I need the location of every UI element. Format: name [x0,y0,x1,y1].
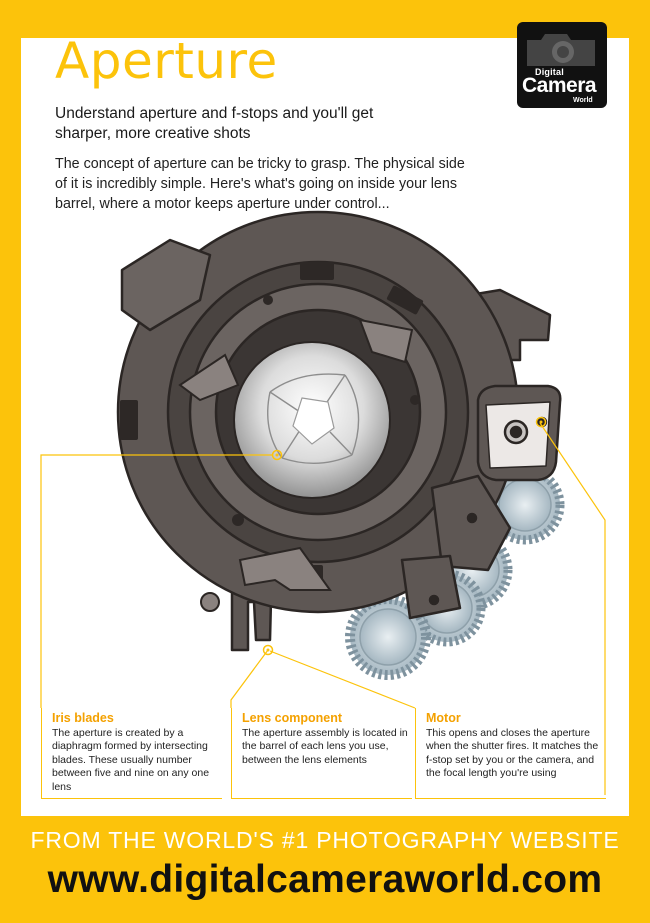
callout-iris-blades: Iris blades The aperture is created by a… [41,708,222,799]
logo-text-camera: Camera [522,74,597,97]
callout-text: This opens and closes the aperture when … [426,727,599,780]
callout-title: Motor [426,711,461,725]
camera-logo-icon [527,34,595,66]
page-title: Aperture [55,32,278,90]
leader-lens-component-ext [269,650,416,709]
page-subtitle: Understand aperture and f-stops and you'… [55,105,374,142]
footer-url-link[interactable]: www.digitalcameraworld.com [47,858,603,901]
callout-text: The aperture is created by a diaphragm f… [52,727,210,793]
footer-tagline: FROM THE WORLD'S #1 PHOTOGRAPHY WEBSITE [30,827,620,853]
logo-text-world: World [573,97,593,104]
callout-title: Iris blades [52,711,114,725]
motor-module [400,384,562,620]
leader-lens-component [230,649,269,708]
callout-leaders [40,416,606,795]
digital-camera-world-logo[interactable]: Digital Camera World [517,22,607,108]
callout-title: Lens component [242,711,343,725]
aperture-opening [292,397,335,445]
leader-iris-blades [40,454,272,708]
callout-motor: Motor This opens and closes the aperture… [415,708,606,799]
intro-text: The concept of aperture can be tricky to… [55,156,465,212]
callout-text: The aperture assembly is located in the … [242,727,408,766]
leader-motor [539,422,606,795]
inner-brackets [178,318,414,591]
iris-assembly [233,341,391,499]
logo-text-digital: Digital [535,67,564,77]
callout-lens-component: Lens component The aperture assembly is … [231,708,412,799]
